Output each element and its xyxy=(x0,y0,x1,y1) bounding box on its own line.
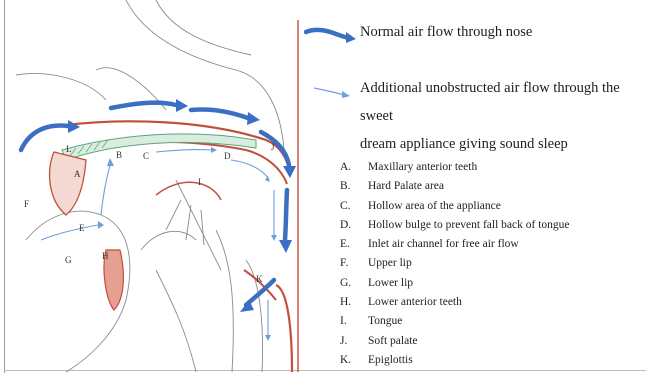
additional-flow-line2: dream appliance giving sound sleep xyxy=(360,130,646,158)
label-a: A xyxy=(74,169,81,179)
key-item: I.Tongue xyxy=(340,312,570,331)
airflow-arrow-1 xyxy=(21,126,68,150)
key-item: A.Maxillary anterior teeth xyxy=(340,158,570,177)
airflow-arrow-2 xyxy=(111,103,176,108)
key-list: A.Maxillary anterior teeth B.Hard Palate… xyxy=(340,158,570,370)
airflow-arrow-3 xyxy=(191,109,248,118)
bulge-arrow xyxy=(231,160,268,178)
label-h: H xyxy=(102,251,109,261)
anatomy-sketch: F A L B C D J I E G H K xyxy=(6,0,306,372)
hatch-lines xyxy=(166,200,204,245)
label-c: C xyxy=(143,151,149,161)
key-item: J.Soft palate xyxy=(340,332,570,351)
key-item: B.Hard Palate area xyxy=(340,177,570,196)
key-item: H.Lower anterior teeth xyxy=(340,293,570,312)
frame-left-border xyxy=(4,0,5,373)
additional-flow-icon xyxy=(312,84,352,100)
maxillary-teeth xyxy=(50,152,86,215)
anatomy-diagram: F A L B C D J I E G H K xyxy=(6,0,306,372)
key-item: C.Hollow area of the appliance xyxy=(340,197,570,216)
legend-panel: Normal air flow through nose Additional … xyxy=(300,0,646,373)
up-arrow xyxy=(101,165,110,215)
jaw-outline xyxy=(156,270,196,372)
tongue-base-outline xyxy=(141,231,196,250)
airflow-arrow-4 xyxy=(261,132,289,165)
label-g: G xyxy=(65,255,72,265)
label-i: I xyxy=(198,177,201,187)
key-item: E.Inlet air channel for free air flow xyxy=(340,235,570,254)
key-item: D.Hollow bulge to prevent fall back of t… xyxy=(340,216,570,235)
label-j: J xyxy=(271,142,275,152)
additional-flow-label: Additional unobstructed air flow through… xyxy=(360,74,646,158)
airflow-arrow-5 xyxy=(285,190,287,240)
key-item: G.Lower lip xyxy=(340,274,570,293)
nose-outline xyxy=(16,74,106,100)
channel-arrow xyxy=(156,150,211,152)
label-f: F xyxy=(24,199,29,209)
label-e: E xyxy=(79,223,85,233)
tongue-line xyxy=(156,182,221,200)
key-item: F.Upper lip xyxy=(340,254,570,273)
additional-airflow-heads xyxy=(98,147,277,341)
key-item: K.Epiglottis xyxy=(340,351,570,370)
inlet-arrow xyxy=(41,225,98,240)
label-l: L xyxy=(66,144,72,154)
label-k: K xyxy=(256,274,263,284)
label-d: D xyxy=(224,151,231,161)
throat-outline xyxy=(216,230,233,372)
normal-flow-label: Normal air flow through nose xyxy=(360,18,532,46)
normal-flow-icon xyxy=(304,24,356,44)
upper-outline xyxy=(156,0,251,55)
soft-tissue-line xyxy=(176,180,221,270)
additional-flow-line1: Additional unobstructed air flow through… xyxy=(360,74,646,130)
label-b: B xyxy=(116,150,122,160)
nasal-outline xyxy=(126,0,284,150)
posterior-wall xyxy=(276,285,292,372)
